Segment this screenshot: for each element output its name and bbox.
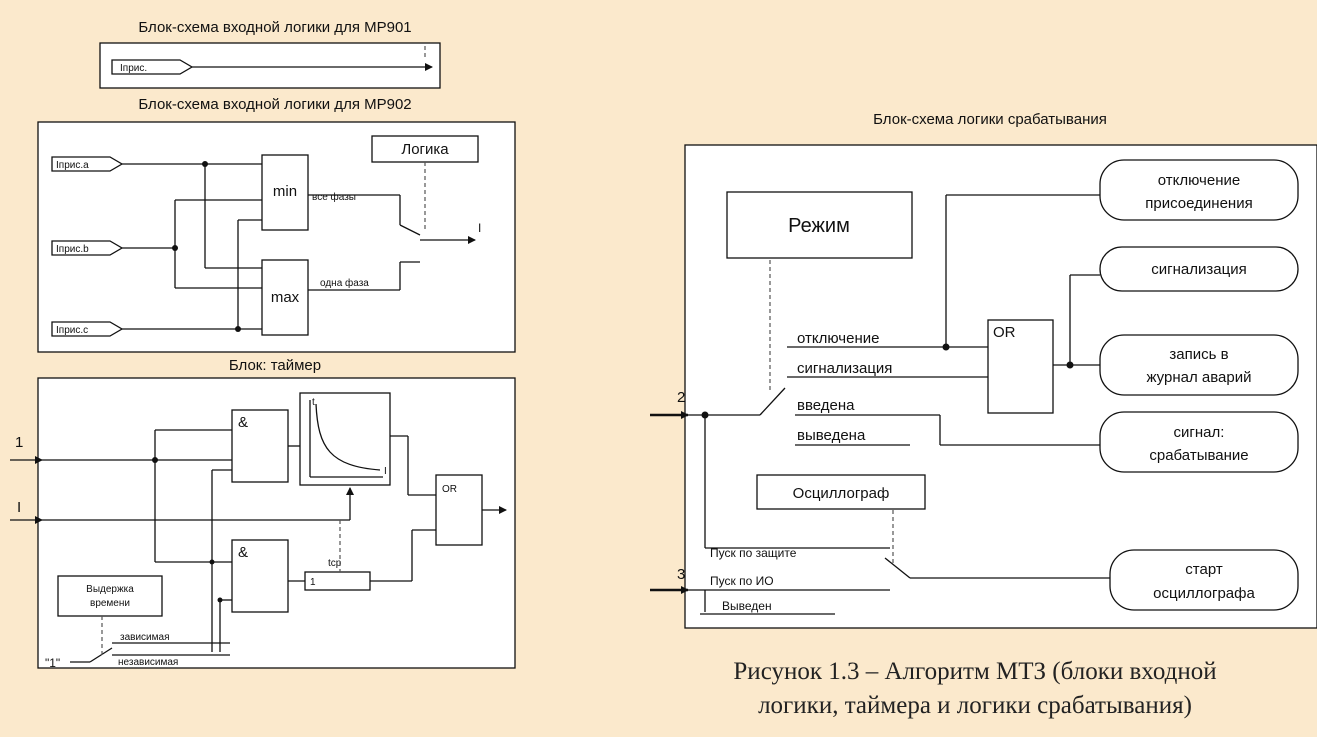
min-label: min bbox=[273, 183, 297, 200]
trip-wiring bbox=[650, 194, 1110, 615]
output-osc-start-line1: старт bbox=[1185, 561, 1223, 578]
oscillograph-box-label: Осциллограф bbox=[793, 485, 890, 502]
trip-or-label: OR bbox=[993, 324, 1016, 341]
mr902-input-c-label: Iприс.c bbox=[56, 325, 88, 336]
output-signal-trip-line2: срабатывание bbox=[1149, 447, 1248, 464]
input-2-label: 2 bbox=[677, 389, 685, 406]
and-block-bottom bbox=[231, 539, 289, 613]
sw-enabled: введена bbox=[797, 397, 855, 414]
curve-t-label: t bbox=[312, 397, 315, 408]
mr901-input-tag bbox=[111, 59, 194, 75]
timer-wiring bbox=[10, 429, 507, 663]
sw-disabled: выведена bbox=[797, 427, 866, 444]
min-block bbox=[261, 154, 309, 231]
output-journal-line2: журнал аварий bbox=[1146, 369, 1251, 386]
mr902-input-b-label: Iприс.b bbox=[56, 244, 89, 255]
mode-box-label: Режим bbox=[788, 215, 850, 237]
trip-or-block bbox=[987, 319, 1054, 414]
max-block bbox=[261, 259, 309, 336]
timer-or-label: OR bbox=[442, 484, 457, 495]
output-signaling: сигнализация bbox=[1099, 246, 1299, 292]
and-block-top bbox=[231, 409, 289, 483]
output-journal: запись в журнал аварий bbox=[1099, 334, 1299, 396]
output-journal-line1: запись в bbox=[1169, 346, 1228, 363]
mr902-input-c: Iприс.c bbox=[51, 321, 124, 337]
osc-start-protection: Пуск по защите bbox=[710, 546, 797, 560]
output-disconnect: отключение присоединения bbox=[1099, 159, 1299, 221]
timer-or-block bbox=[435, 474, 483, 546]
osc-start-io: Пуск по ИО bbox=[710, 574, 774, 588]
all-phases-label: все фазы bbox=[312, 191, 356, 203]
figure-caption: Рисунок 1.3 – Алгоритм МТЗ (блоки входно… bbox=[640, 655, 1310, 723]
output-signal-trip: сигнал: срабатывание bbox=[1099, 411, 1299, 473]
delay-box bbox=[57, 575, 163, 617]
timer-input-I-label: I bbox=[17, 499, 21, 516]
independent-label: независимая bbox=[118, 657, 178, 668]
input-3-label: 3 bbox=[677, 566, 685, 583]
logic-box bbox=[371, 135, 479, 163]
delay-box-label-2: времени bbox=[90, 598, 130, 609]
max-label: max bbox=[271, 289, 300, 306]
mr902-input-a: Iприс.a bbox=[51, 156, 124, 172]
tcp-delay-unit: 1 bbox=[310, 577, 316, 588]
one-phase-label: одна фаза bbox=[320, 277, 369, 289]
dependent-label: зависимая bbox=[120, 632, 169, 643]
sw-signaling: сигнализация bbox=[797, 360, 892, 377]
and-top-label: & bbox=[238, 414, 248, 431]
inverse-curve bbox=[309, 400, 383, 478]
output-signaling-label: сигнализация bbox=[1151, 261, 1246, 278]
and-bottom-label: & bbox=[238, 544, 248, 561]
delay-box-label-1: Выдержка bbox=[86, 584, 134, 595]
trip-header: Блок-схема логики срабатывания bbox=[873, 111, 1107, 128]
caption-line-2: логики, таймера и логики срабатывания) bbox=[758, 692, 1192, 719]
output-disconnect-line2: присоединения bbox=[1145, 195, 1252, 212]
sw-disconnect: отключение bbox=[797, 330, 879, 347]
osc-disabled: Выведен bbox=[722, 599, 772, 613]
timer-header: Блок: таймер bbox=[229, 357, 321, 374]
mode-box bbox=[726, 191, 913, 259]
mr902-header: Блок-схема входной логики для МР902 bbox=[138, 96, 411, 113]
mr902-input-a-label: Iприс.a bbox=[56, 160, 89, 171]
output-osc-start-line2: осциллографа bbox=[1153, 585, 1255, 602]
output-disconnect-line1: отключение bbox=[1158, 172, 1240, 189]
oscillograph-box bbox=[756, 474, 926, 510]
output-signal-trip-line1: сигнал: bbox=[1174, 424, 1225, 441]
mr901-input-label: Iприс. bbox=[120, 63, 147, 74]
timer-input-1-label: 1 bbox=[15, 434, 23, 451]
output-osc-start: старт осциллографа bbox=[1109, 549, 1299, 611]
logic-box-label: Логика bbox=[401, 141, 449, 158]
mr902-input-b: Iприс.b bbox=[51, 240, 124, 256]
one-const-label: "1" bbox=[45, 656, 60, 670]
curve-I-label: I bbox=[384, 466, 387, 477]
mr902-output-label: I bbox=[478, 221, 481, 235]
caption-line-1: Рисунок 1.3 – Алгоритм МТЗ (блоки входно… bbox=[733, 658, 1217, 685]
mr902-wiring bbox=[122, 161, 476, 332]
tcp-label: tср bbox=[328, 558, 342, 569]
mr901-header: Блок-схема входной логики для МР901 bbox=[138, 19, 411, 36]
